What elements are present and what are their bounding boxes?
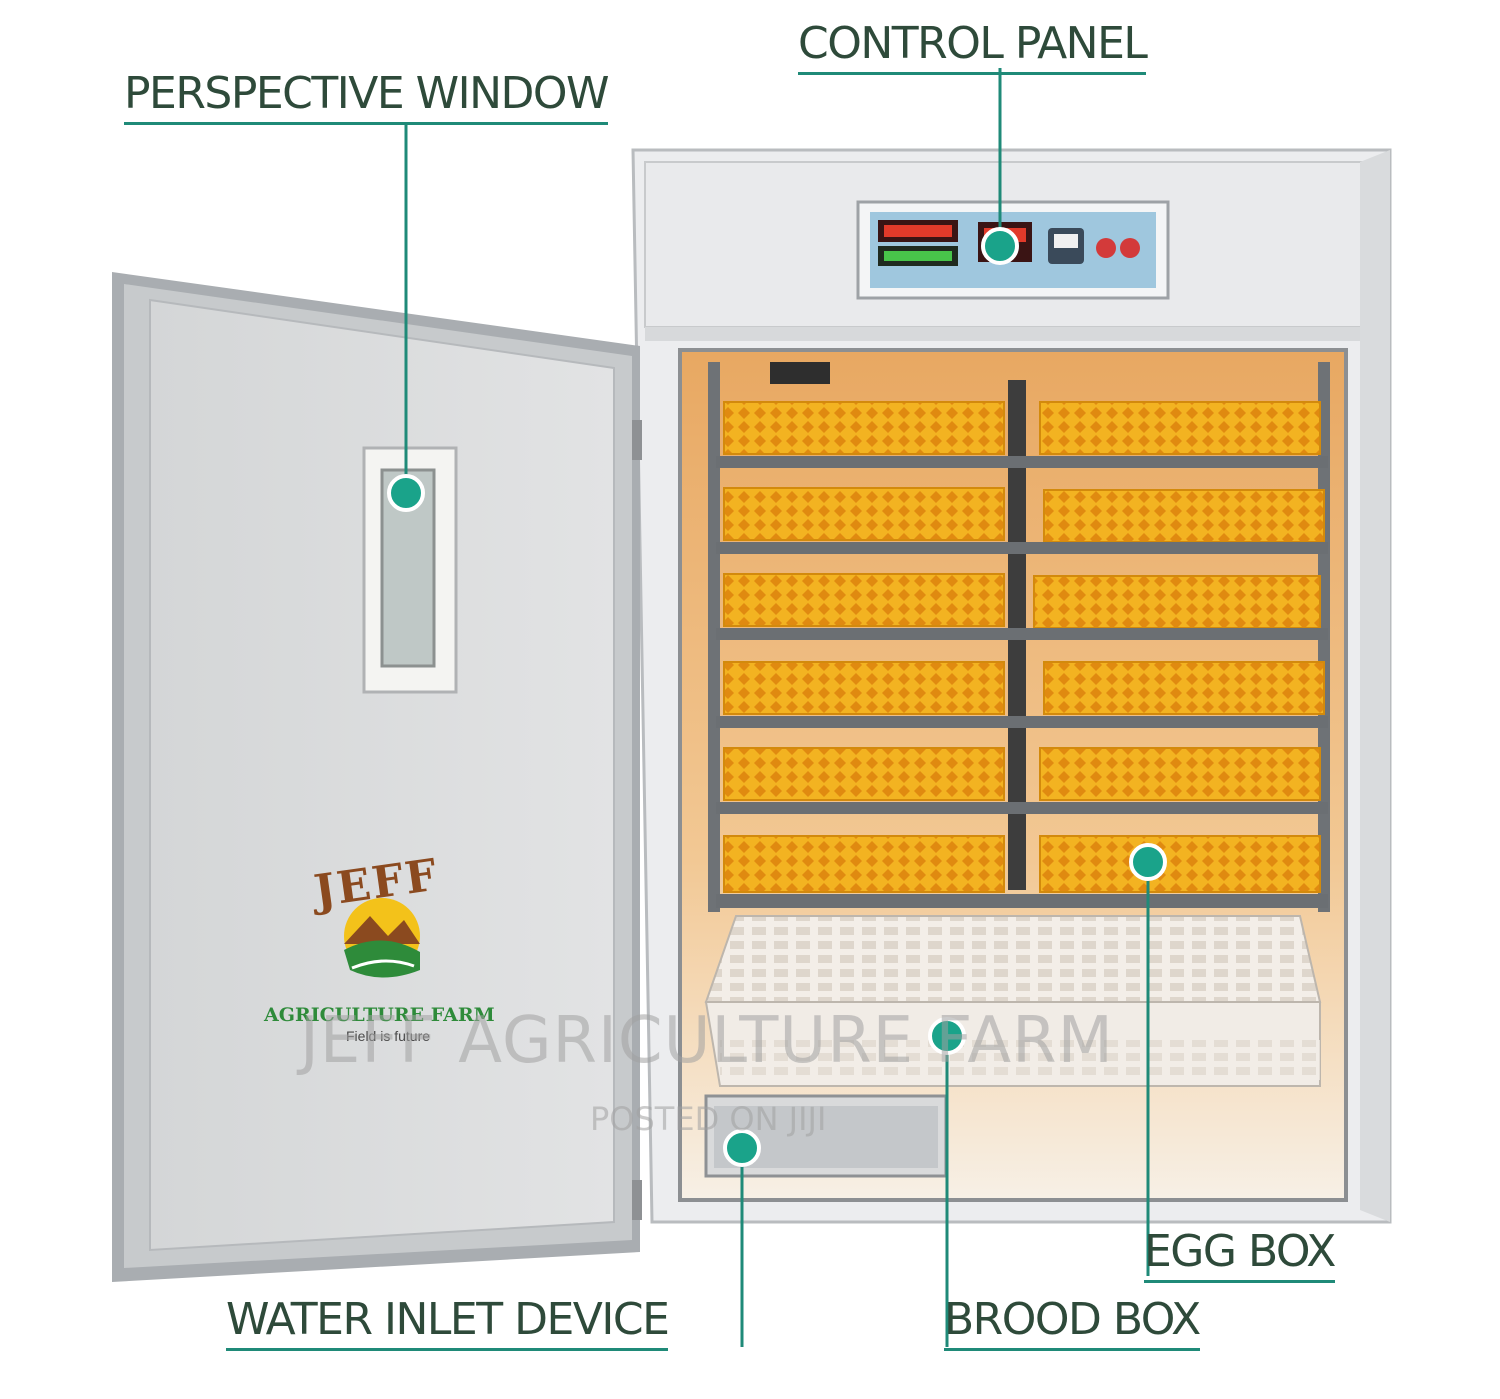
water-inlet-marker — [723, 1129, 761, 1167]
brood-box-label: BROOD BOX — [944, 1295, 1201, 1352]
watermark-sub: POSTED ON JIJI — [590, 1100, 827, 1138]
farm-logo-emblem — [344, 898, 420, 978]
brood-box — [704, 915, 1322, 1087]
control-panel-label: CONTROL PANEL — [798, 19, 1148, 76]
egg-trays — [716, 401, 1328, 908]
watermark-main: JEFF AGRICULTURE FARM — [300, 1004, 1114, 1078]
control-panel — [856, 200, 1170, 300]
callout-markers — [387, 227, 1167, 1167]
logo-tagline-text: Field is future — [346, 1028, 431, 1044]
logo-name-text: AGRICULTURE FARM — [264, 1004, 495, 1026]
incubator-door — [112, 272, 642, 1282]
water-inlet-device-label: WATER INLET DEVICE — [226, 1295, 670, 1352]
control-panel-marker — [981, 227, 1019, 265]
egg-box-label: EGG BOX — [1144, 1227, 1336, 1284]
leader-lines — [404, 68, 1150, 1347]
perspective-window-marker — [387, 474, 425, 512]
brood-box-marker — [928, 1017, 966, 1055]
egg-box-marker — [1129, 843, 1167, 881]
perspective-window-label: PERSPECTIVE WINDOW — [124, 69, 610, 126]
